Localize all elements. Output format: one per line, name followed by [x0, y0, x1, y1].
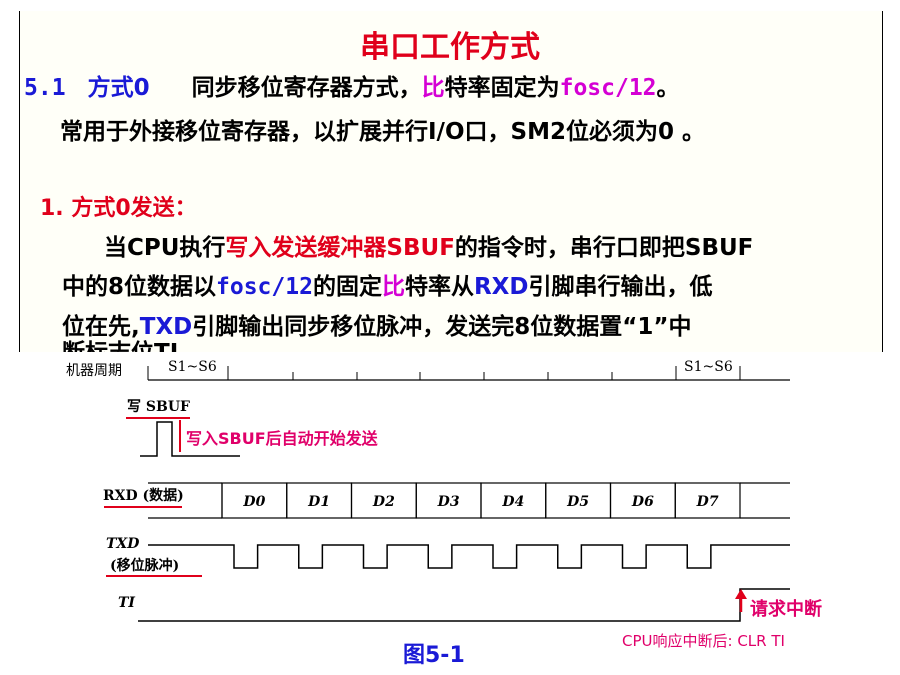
sbuf-pulse	[140, 421, 240, 457]
txd-label: TXD	[106, 536, 140, 552]
para-l3-b: 引脚输出同步移位脉冲，发送完8位数据置“1”中	[192, 314, 692, 340]
ti-label: TI	[118, 595, 135, 611]
figure-caption: 图5-1	[403, 643, 465, 668]
para-l2-bi: 比	[381, 274, 405, 300]
interrupt-note: 请求中断	[750, 598, 822, 620]
rxd-bit-label: D1	[307, 494, 330, 510]
para-l1-a: 当CPU执行	[104, 235, 226, 261]
ti-signal	[138, 588, 790, 622]
para-l2-b: 的固定	[312, 274, 382, 300]
mode-name: 方式0	[87, 75, 150, 101]
mode-desc-fosc: fosc/12	[559, 75, 657, 101]
rxd-bit-label: D0	[242, 494, 265, 510]
para-line-4-clipped: 断标志位TI。	[62, 338, 201, 352]
para-l2-c: 特率从	[404, 274, 474, 300]
para-l2-fosc: fosc/12	[216, 274, 313, 300]
para-line-3: 位在先,TXD引脚输出同步移位脉冲，发送完8位数据置“1”中	[62, 307, 692, 341]
rxd-bit-label: D6	[631, 494, 654, 510]
para-l3-a: 位在先,	[62, 314, 140, 340]
rxd-bit-cell	[674, 482, 741, 519]
machine-cycle-label: 机器周期	[66, 363, 122, 379]
para-line-2: 中的8位数据以fosc/12的固定比特率从RXD引脚串行输出，低	[62, 267, 713, 301]
slide-title: 串口工作方式	[360, 30, 540, 65]
sbuf-label: 写 SBUF	[127, 399, 190, 415]
rxd-bit-label: D3	[437, 494, 460, 510]
mode-desc-b: 特率固定为	[444, 75, 560, 101]
state-label-1: S1~S6	[168, 359, 217, 375]
para-line-1: 当CPU执行写入发送缓冲器SBUF的指令时，串行口即把SBUF	[104, 228, 753, 262]
para-l3-txd: TXD	[139, 314, 193, 340]
sbuf-note: 写入SBUF后自动开始发送	[186, 429, 379, 448]
txd-shift-pulses	[148, 544, 790, 569]
line-usage: 常用于外接移位寄存器，以扩展并行I/O口，SM2位必须为0 。	[60, 119, 705, 145]
cpu-note: CPU响应中断后: CLR TI	[622, 632, 785, 650]
section-number: 5.1	[24, 75, 66, 101]
rxd-bit-label: D5	[566, 494, 589, 510]
interrupt-arrowhead	[735, 589, 747, 599]
rxd-bit-label: D7	[696, 494, 719, 510]
section-heading: 1. 方式0发送：	[40, 196, 197, 221]
line-mode0: 5.1 方式0 同步移位寄存器方式，比特率固定为fosc/12。	[24, 68, 680, 102]
para-l2-rxd: RXD	[473, 274, 529, 300]
para-l2-a: 中的8位数据以	[62, 274, 217, 300]
para-l2-d: 引脚串行输出，低	[528, 274, 713, 300]
para-l1-red: 写入发送缓冲器SBUF	[225, 235, 455, 261]
rxd-bit-label: D4	[501, 494, 524, 510]
timing-diagram-bg	[0, 352, 900, 642]
mode-desc-end: 。	[656, 75, 680, 101]
mode-desc-bi: 比	[421, 75, 445, 101]
cycle-ticks	[147, 366, 741, 380]
txd-sub-label: (移位脉冲)	[110, 557, 179, 574]
state-label-2: S1~S6	[684, 359, 733, 375]
mode-desc-a: 同步移位寄存器方式，	[191, 75, 422, 101]
rxd-data-cells: D0 D1 D2 D3 D4 D5 D6 D7	[221, 482, 741, 519]
rxd-label: RXD (数据)	[103, 487, 184, 504]
para-l1-b: 的指令时，串行口即把SBUF	[454, 235, 754, 261]
rxd-bit-label: D2	[372, 494, 395, 510]
